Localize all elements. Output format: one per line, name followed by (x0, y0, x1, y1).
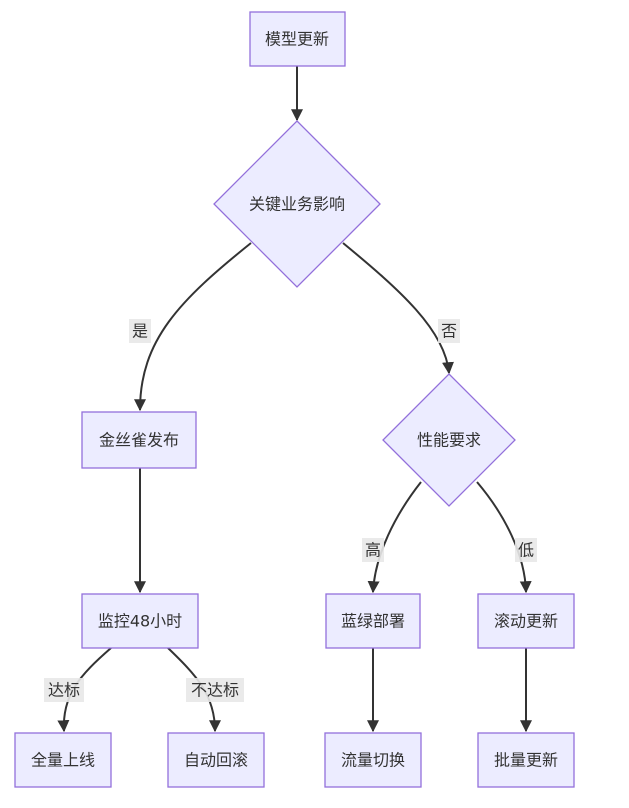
svg-text:否: 否 (441, 322, 457, 341)
svg-text:监控48小时: 监控48小时 (98, 612, 182, 631)
svg-text:批量更新: 批量更新 (494, 751, 558, 770)
node-batch-update: 批量更新 (477, 732, 575, 788)
node-rolling-update: 滚动更新 (477, 593, 575, 649)
svg-text:不达标: 不达标 (191, 681, 239, 700)
svg-text:是: 是 (132, 322, 148, 341)
svg-text:蓝绿部署: 蓝绿部署 (341, 612, 405, 631)
node-business-impact: 关键业务影响 (213, 120, 381, 288)
svg-text:性能要求: 性能要求 (417, 431, 481, 450)
svg-text:滚动更新: 滚动更新 (494, 612, 558, 631)
edge-perf-bluegreen (367, 481, 422, 594)
svg-text:达标: 达标 (48, 681, 80, 700)
svg-text:金丝雀发布: 金丝雀发布 (99, 431, 179, 450)
svg-text:低: 低 (518, 541, 534, 560)
node-traffic-switch: 流量切换 (324, 732, 422, 788)
edge-impact-canary (134, 242, 252, 412)
svg-text:自动回滚: 自动回滚 (184, 751, 248, 770)
svg-text:全量上线: 全量上线 (31, 751, 95, 770)
node-full-launch: 全量上线 (14, 732, 112, 788)
svg-text:流量切换: 流量切换 (341, 751, 405, 770)
node-monitor-48h: 监控48小时 (81, 593, 199, 649)
node-performance-requirement: 性能要求 (382, 373, 516, 507)
node-model-update: 模型更新 (249, 11, 346, 67)
svg-text:关键业务影响: 关键业务影响 (249, 195, 345, 214)
node-auto-rollback: 自动回滚 (167, 732, 265, 788)
edge-label-low: 低 (515, 538, 537, 562)
edge-impact-perf (342, 242, 454, 375)
node-blue-green: 蓝绿部署 (325, 593, 421, 649)
edge-label-yes: 是 (129, 319, 151, 343)
edge-label-fail: 不达标 (186, 678, 244, 702)
svg-text:高: 高 (365, 541, 381, 560)
edge-label-high: 高 (362, 538, 384, 562)
edge-perf-rolling (476, 481, 532, 594)
edge-label-no: 否 (438, 319, 460, 343)
svg-text:模型更新: 模型更新 (265, 30, 329, 49)
node-canary-release: 金丝雀发布 (81, 411, 197, 469)
edge-label-pass: 达标 (44, 678, 84, 702)
